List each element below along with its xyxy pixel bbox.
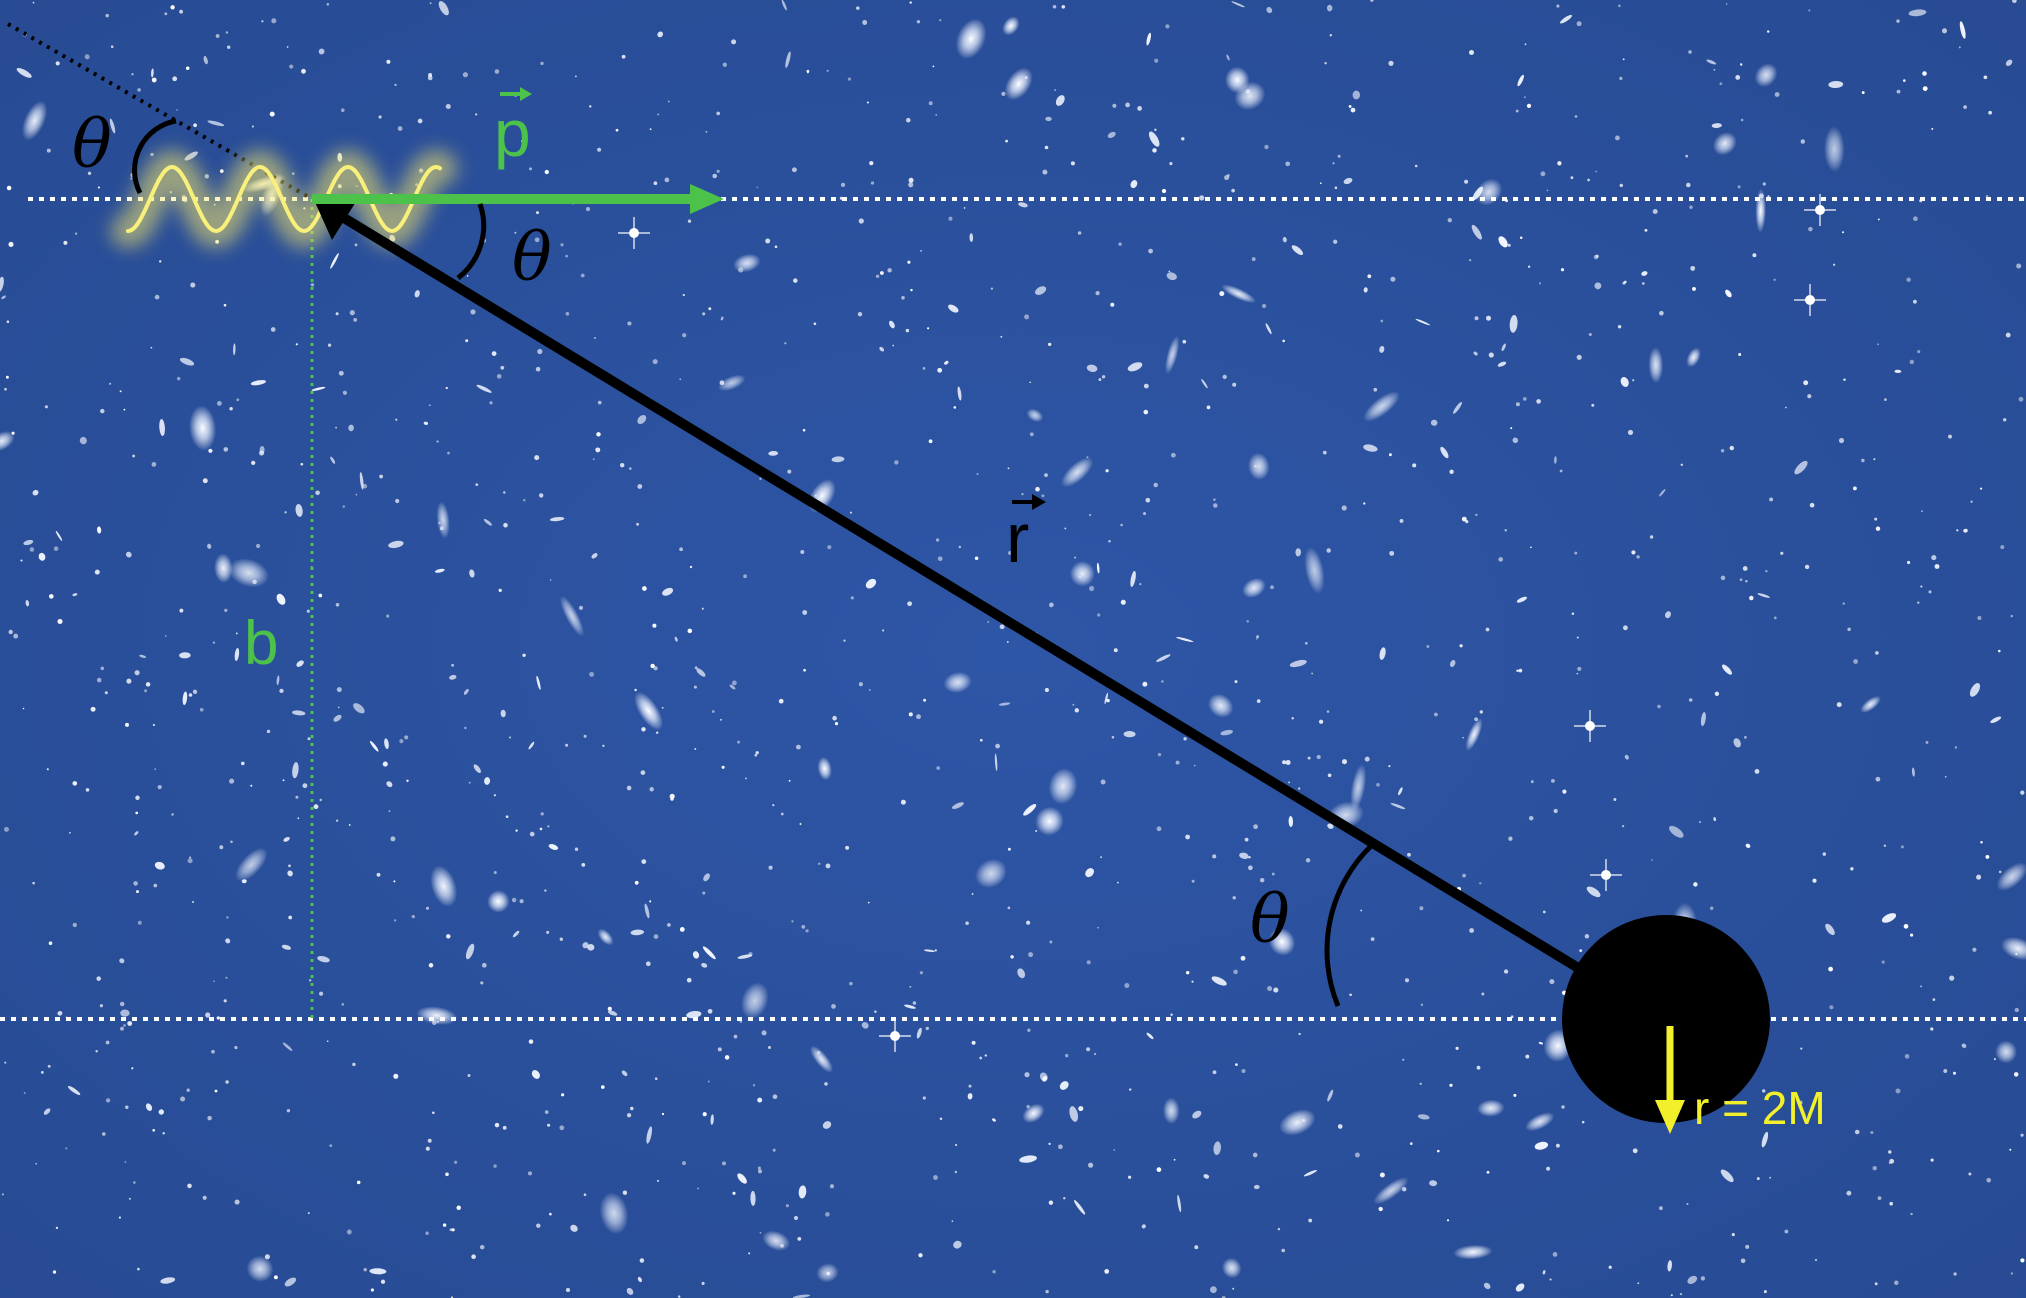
horizon-radius-label: r = 2M	[1694, 1082, 1826, 1134]
theta-arc-outer	[132, 118, 177, 195]
radius-vector-arrowhead	[314, 200, 357, 240]
theta-label-inner: θ	[512, 219, 552, 296]
radius-vector-label: r	[1006, 494, 1046, 577]
theta-label-bottom: θ	[1250, 881, 1290, 958]
momentum-vector-bar-head	[520, 87, 532, 101]
horizon-arrowhead	[1655, 1100, 1685, 1134]
theta-arc-inner	[456, 203, 487, 280]
momentum-label: p	[494, 87, 532, 170]
momentum-vector-arrow	[312, 184, 724, 214]
radius-vector-arrow	[314, 200, 1583, 974]
impact-parameter-label: b	[244, 609, 278, 678]
momentum-label-text: p	[494, 96, 531, 170]
theta-label-outer: θ	[72, 106, 112, 183]
momentum-arrowhead	[690, 184, 724, 214]
radius-vector-label-text: r	[1006, 499, 1029, 577]
wavy-photon-icon	[111, 149, 457, 249]
horizon-radius-arrow	[1655, 1026, 1685, 1134]
theta-arc-bottom	[1324, 843, 1374, 1007]
black-hole-icon	[1562, 915, 1770, 1123]
radius-vector-bar-head	[1032, 494, 1046, 510]
